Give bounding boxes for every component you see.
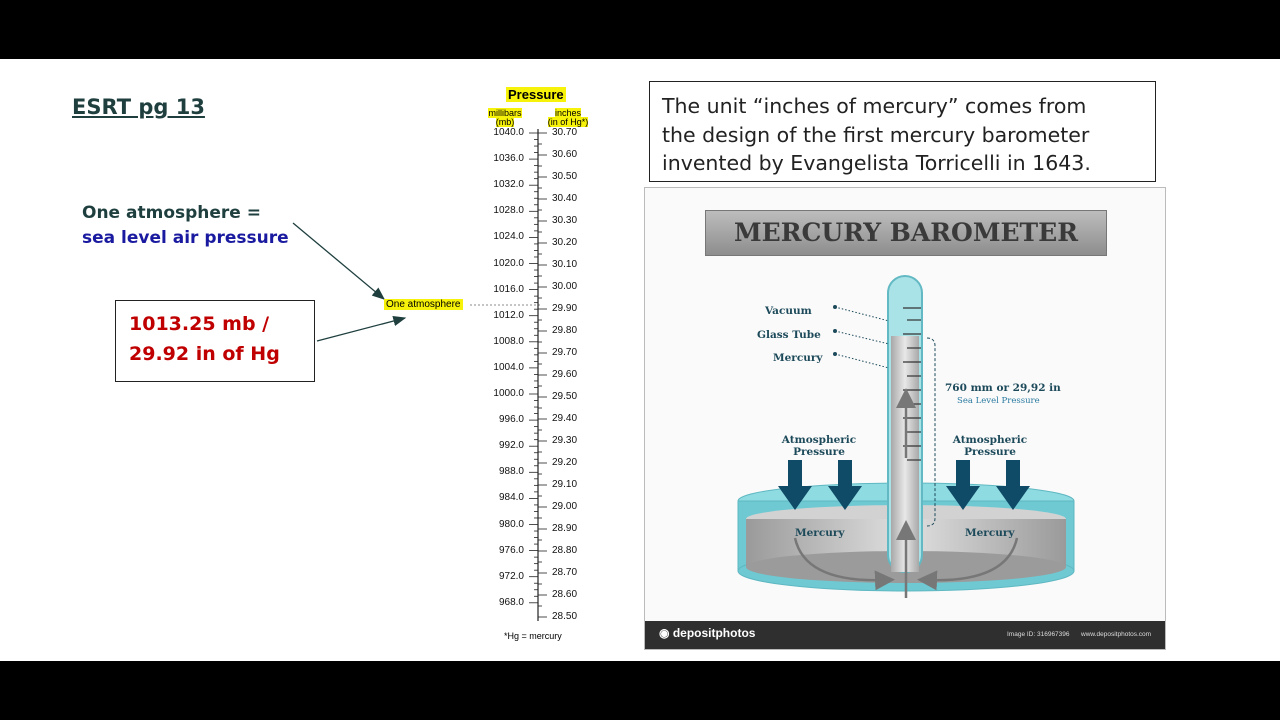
mb-tick-label: 1028.0 bbox=[493, 205, 524, 217]
mb-tick-label: 1040.0 bbox=[493, 127, 524, 138]
mb-tick-label: 996.0 bbox=[498, 414, 524, 426]
flow-arrows bbox=[793, 388, 1019, 598]
label-mercury-pool-right: Mercury bbox=[965, 527, 1015, 539]
pressure-scale: Pressure millibars (mb) inches (in of Hg… bbox=[470, 83, 630, 653]
arrow-from-value-box bbox=[316, 315, 407, 342]
mb-tick-label: 992.0 bbox=[498, 440, 524, 452]
note-line-1: The unit “inches of mercury” comes from bbox=[662, 94, 1087, 118]
inch-tick-label: 29.90 bbox=[552, 303, 578, 314]
barometer-title: MERCURY BAROMETER bbox=[705, 210, 1107, 256]
inch-tick-label: 29.70 bbox=[552, 347, 578, 358]
inch-tick-label: 30.70 bbox=[552, 127, 578, 138]
one-atmosphere-label: One atmosphere bbox=[384, 299, 463, 310]
barometer-illustration: MERCURY BAROMETER bbox=[644, 187, 1166, 650]
inch-tick-label: 29.40 bbox=[552, 413, 578, 424]
scale-ticks bbox=[529, 129, 547, 621]
arrow-to-one-atmosphere bbox=[292, 222, 385, 300]
mb-tick-label: 1024.0 bbox=[493, 231, 524, 243]
label-atmospheric-pressure-left: Atmospheric Pressure bbox=[781, 434, 857, 458]
image-id: Image ID: 316967396 bbox=[1007, 631, 1070, 638]
pressure-arrow-2 bbox=[828, 460, 862, 510]
pressure-arrow-4 bbox=[996, 460, 1030, 510]
inch-tick-label: 30.50 bbox=[552, 171, 578, 182]
inch-tick-label: 30.10 bbox=[552, 259, 578, 270]
label-atmospheric-pressure-right: Atmospheric Pressure bbox=[952, 434, 1028, 458]
source-site: www.depositphotos.com bbox=[1081, 631, 1152, 638]
pressure-arrow-3 bbox=[946, 460, 980, 510]
inch-tick-label: 29.00 bbox=[552, 501, 578, 512]
inch-tick-label: 28.60 bbox=[552, 589, 578, 600]
inch-tick-label: 28.70 bbox=[552, 567, 578, 578]
label-vacuum: Vacuum bbox=[765, 305, 812, 317]
inch-tick-label: 28.90 bbox=[552, 523, 578, 534]
label-glass-tube: Glass Tube bbox=[757, 329, 821, 341]
inch-tick-label: 30.30 bbox=[552, 215, 578, 226]
label-leaders bbox=[834, 306, 890, 369]
slide: ESRT pg 13 One atmosphere = sea level ai… bbox=[0, 59, 1280, 661]
value-mb: 1013.25 mb / bbox=[129, 313, 270, 335]
watermark-bar: ◉ depositphotos Image ID: 316967396 www.… bbox=[645, 621, 1165, 649]
atmosphere-definition-detail: sea level air pressure bbox=[82, 228, 289, 248]
inch-tick-label: 28.50 bbox=[552, 611, 578, 622]
note-line-3: invented by Evangelista Torricelli in 16… bbox=[662, 151, 1091, 175]
mb-tick-label: 980.0 bbox=[498, 518, 524, 530]
pointer-arrows bbox=[292, 222, 540, 342]
pressure-title: Pressure bbox=[506, 87, 566, 102]
mb-tick-label: 1012.0 bbox=[493, 309, 524, 321]
millibars-unit: (mb) bbox=[495, 117, 515, 127]
inch-tick-label: 30.00 bbox=[552, 281, 578, 292]
mb-tick-label: 968.0 bbox=[498, 596, 524, 608]
inch-tick-label: 30.40 bbox=[552, 193, 578, 204]
inches-header: inches bbox=[554, 108, 581, 118]
mb-tick-label: 1016.0 bbox=[493, 283, 524, 295]
inch-tick-label: 29.80 bbox=[552, 325, 578, 336]
inch-tick-label: 30.60 bbox=[552, 149, 578, 160]
value-inches: 29.92 in of Hg bbox=[129, 343, 280, 365]
inch-tick-label: 29.10 bbox=[552, 479, 578, 490]
value-box: 1013.25 mb / 29.92 in of Hg bbox=[115, 300, 315, 382]
mb-tick-label: 1000.0 bbox=[493, 388, 524, 399]
mb-tick-label: 1020.0 bbox=[493, 257, 524, 269]
scale-footnote: *Hg = mercury bbox=[504, 631, 562, 641]
label-sea-level-pressure: Sea Level Pressure bbox=[957, 396, 1040, 406]
torricelli-note: The unit “inches of mercury” comes from … bbox=[649, 81, 1156, 182]
mb-tick-label: 1008.0 bbox=[493, 335, 524, 347]
label-mercury-column: Mercury bbox=[773, 352, 823, 364]
barometer-drawing bbox=[737, 275, 1075, 598]
pressure-arrows bbox=[778, 460, 1030, 510]
leader-dots bbox=[833, 305, 837, 356]
inch-tick-label: 30.20 bbox=[552, 237, 578, 248]
label-mercury-pool-left: Mercury bbox=[795, 527, 845, 539]
mb-tick-label: 976.0 bbox=[498, 544, 524, 556]
inch-tick-label: 29.30 bbox=[552, 435, 578, 446]
slide-title: ESRT pg 13 bbox=[72, 95, 205, 119]
mb-tick-label: 988.0 bbox=[498, 466, 524, 478]
inch-tick-label: 29.50 bbox=[552, 391, 578, 402]
label-column-height: 760 mm or 29,92 in bbox=[945, 382, 1061, 394]
mb-tick-label: 972.0 bbox=[498, 570, 524, 582]
depositphotos-logo: ◉ depositphotos bbox=[659, 626, 756, 640]
inches-unit: (in of Hg*) bbox=[547, 117, 589, 127]
mb-tick-label: 1004.0 bbox=[493, 361, 524, 373]
inch-tick-label: 28.80 bbox=[552, 545, 578, 556]
note-line-2: the design of the first mercury baromete… bbox=[662, 122, 1090, 147]
pressure-arrow-1 bbox=[778, 460, 812, 510]
mb-tick-label: 1032.0 bbox=[493, 179, 524, 191]
mb-tick-label: 1036.0 bbox=[493, 153, 524, 165]
inch-tick-label: 29.20 bbox=[552, 457, 578, 468]
millibars-header: millibars bbox=[488, 108, 522, 118]
atmosphere-definition: One atmosphere = bbox=[82, 203, 261, 223]
mb-tick-label: 984.0 bbox=[498, 492, 524, 504]
inch-tick-label: 29.60 bbox=[552, 369, 578, 380]
